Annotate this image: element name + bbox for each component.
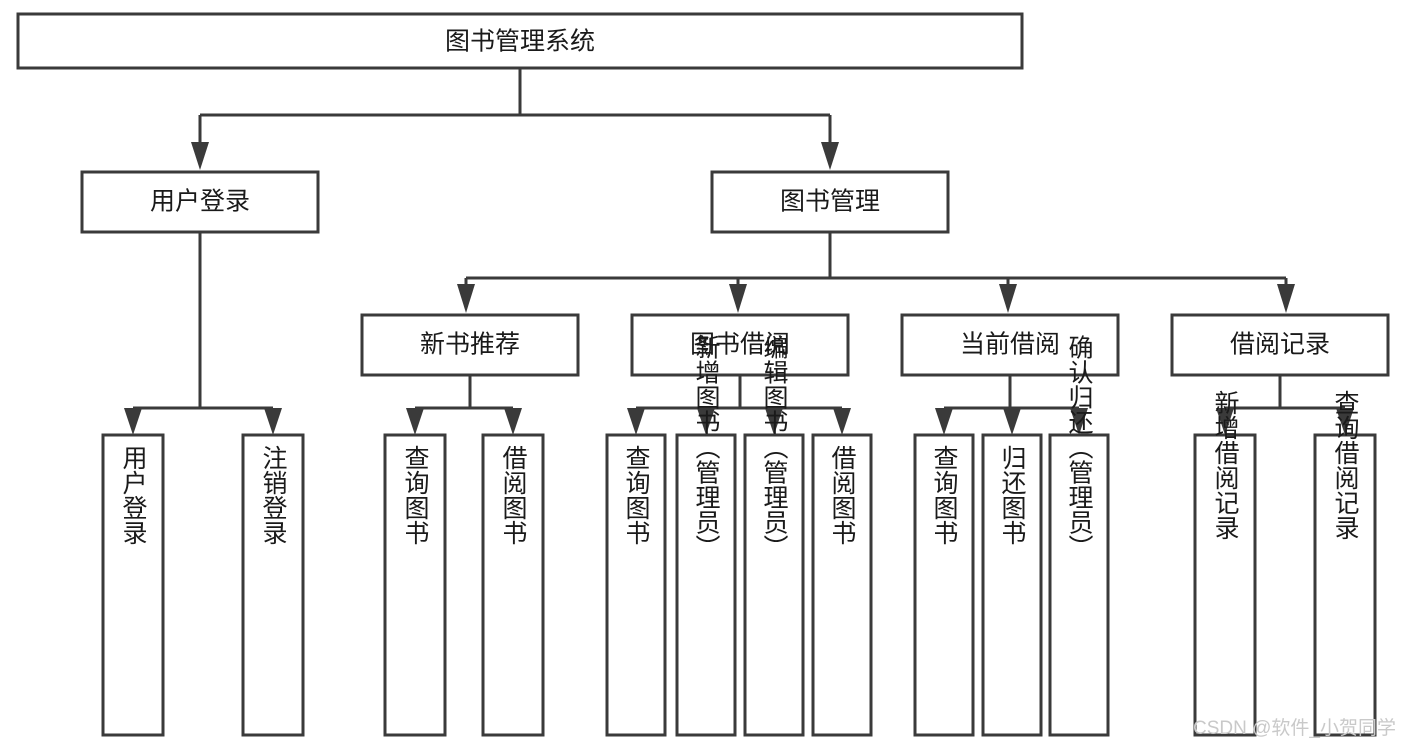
node-new-book-recommend[interactable]: 新书推荐: [360, 313, 580, 377]
node-root-label: 图书管理系统: [445, 28, 595, 56]
node-book-borrow[interactable]: 图书借阅: [630, 313, 850, 377]
node-leaf-query-book-1[interactable]: 查询图书: [383, 433, 447, 737]
node-user-login-box[interactable]: [80, 170, 320, 234]
node-leaf-query-book-2-label: 查询图书: [622, 445, 651, 545]
node-book-borrow-label: 图书借阅: [690, 331, 790, 359]
arrow-head-leaf-query-book-1: [406, 408, 424, 435]
node-leaf-logout-login-box[interactable]: [241, 433, 305, 737]
arrow-head-borrow-record: [1277, 284, 1295, 313]
arrow-head-leaf-borrow-book-2: [833, 408, 851, 435]
node-leaf-user-login-label: 用户登录: [119, 445, 148, 545]
node-borrow-record-box[interactable]: [1170, 313, 1390, 377]
arrow-head-leaf-logout-login: [264, 408, 282, 435]
node-leaf-borrow-book-1-label: 借阅图书: [499, 445, 528, 545]
node-leaf-return-book[interactable]: 归还图书: [981, 433, 1043, 737]
connectors-layer: [124, 68, 1354, 435]
node-leaf-add-record-label: 新增借阅记录: [1211, 390, 1240, 540]
node-leaf-add-book-box[interactable]: [675, 433, 737, 737]
node-leaf-query-book-3-label: 查询图书: [930, 445, 959, 545]
node-user-login-label: 用户登录: [150, 188, 250, 216]
arrow-head-book-borrow: [729, 284, 747, 313]
arrow-head-leaf-return-book: [1003, 408, 1021, 435]
node-leaf-borrow-book-1-box[interactable]: [481, 433, 545, 737]
node-leaf-add-book[interactable]: 新增图书（管理员）: [675, 335, 737, 737]
node-leaf-query-book-3[interactable]: 查询图书: [913, 433, 975, 737]
node-leaf-confirm-return-label: 确认归还（管理员）: [1065, 335, 1094, 560]
node-current-borrow[interactable]: 当前借阅: [900, 313, 1120, 377]
node-leaf-return-book-box[interactable]: [981, 433, 1043, 737]
node-leaf-edit-book[interactable]: 编辑图书（管理员）: [743, 335, 805, 737]
node-book-manage[interactable]: 图书管理: [710, 170, 950, 234]
node-leaf-add-book-label: 新增图书（管理员）: [692, 335, 721, 560]
arrow-head-leaf-edit-book: [765, 408, 783, 435]
node-user-login[interactable]: 用户登录: [80, 170, 320, 234]
node-new-book-recommend-box[interactable]: [360, 313, 580, 377]
arrow-head-book-manage: [821, 142, 839, 170]
node-leaf-logout-login[interactable]: 注销登录: [241, 433, 305, 737]
node-leaf-add-record-box[interactable]: [1193, 433, 1257, 737]
arrow-head-leaf-query-book-3: [935, 408, 953, 435]
node-current-borrow-box[interactable]: [900, 313, 1120, 377]
node-leaf-borrow-book-2[interactable]: 借阅图书: [811, 433, 873, 737]
node-borrow-record[interactable]: 借阅记录: [1170, 313, 1390, 377]
arrow-head-leaf-confirm-return: [1070, 408, 1088, 435]
node-leaf-query-book-2-box[interactable]: [605, 433, 667, 737]
node-leaf-query-book-1-label: 查询图书: [401, 445, 430, 545]
arrow-head-leaf-add-book: [697, 408, 715, 435]
arrow-head-new-book-recommend: [457, 284, 475, 313]
node-current-borrow-label: 当前借阅: [960, 331, 1060, 359]
node-root-box[interactable]: [16, 12, 1024, 70]
node-leaf-user-login[interactable]: 用户登录: [101, 433, 165, 737]
node-leaf-edit-book-box[interactable]: [743, 433, 805, 737]
node-leaf-query-book-1-box[interactable]: [383, 433, 447, 737]
node-book-manage-label: 图书管理: [780, 188, 880, 216]
node-leaf-user-login-box[interactable]: [101, 433, 165, 737]
node-leaf-query-record-box[interactable]: [1313, 433, 1377, 737]
arrow-head-leaf-query-record: [1336, 408, 1354, 435]
node-root[interactable]: 图书管理系统: [16, 12, 1024, 70]
node-leaf-add-record[interactable]: 新增借阅记录: [1193, 390, 1257, 737]
node-book-borrow-box[interactable]: [630, 313, 850, 377]
node-leaf-borrow-book-2-label: 借阅图书: [828, 445, 857, 545]
node-leaf-borrow-book-2-box[interactable]: [811, 433, 873, 737]
node-leaf-edit-book-label: 编辑图书（管理员）: [760, 335, 789, 560]
arrow-head-leaf-query-book-2: [627, 408, 645, 435]
node-leaf-query-record[interactable]: 查询借阅记录: [1313, 390, 1377, 737]
node-leaf-query-book-2[interactable]: 查询图书: [605, 433, 667, 737]
node-leaf-logout-login-label: 注销登录: [259, 445, 288, 545]
arrow-head-leaf-borrow-book-1: [504, 408, 522, 435]
watermark-label: CSDN @软件_小贺同学: [1193, 717, 1396, 739]
node-leaf-query-record-label: 查询借阅记录: [1331, 390, 1360, 540]
arrow-head-leaf-add-record: [1216, 408, 1234, 435]
node-borrow-record-label: 借阅记录: [1230, 331, 1330, 359]
node-leaf-confirm-return-box[interactable]: [1048, 433, 1110, 737]
arrow-head-user-login: [191, 142, 209, 170]
arrow-head-current-borrow: [999, 284, 1017, 313]
node-new-book-recommend-label: 新书推荐: [420, 331, 520, 359]
arrow-head-leaf-user-login: [124, 408, 142, 435]
node-leaf-confirm-return[interactable]: 确认归还（管理员）: [1048, 335, 1110, 737]
node-leaf-borrow-book-1[interactable]: 借阅图书: [481, 433, 545, 737]
node-leaf-return-book-label: 归还图书: [998, 445, 1027, 545]
node-leaf-query-book-3-box[interactable]: [913, 433, 975, 737]
node-book-manage-box[interactable]: [710, 170, 950, 234]
